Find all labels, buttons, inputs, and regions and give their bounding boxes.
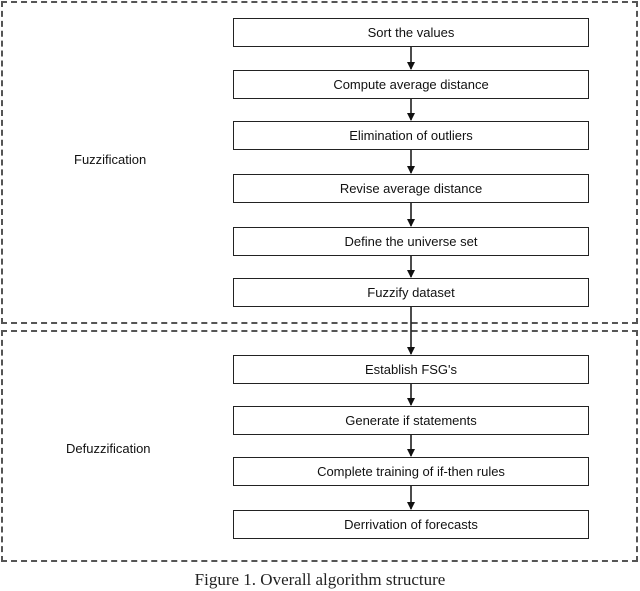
step-fuzzify-dataset: Fuzzify dataset (233, 278, 589, 307)
fuzzification-label: Fuzzification (74, 152, 147, 167)
step-elimination-of-outliers: Elimination of outliers (233, 121, 589, 150)
step-define-universe-set: Define the universe set (233, 227, 589, 256)
fuzzification-group-box (1, 1, 638, 324)
step-compute-average-distance: Compute average distance (233, 70, 589, 99)
figure-caption: Figure 1. Overall algorithm structure (194, 570, 446, 589)
step-establish-fsgs: Establish FSG's (233, 355, 589, 384)
defuzzification-group-box (1, 330, 638, 562)
step-revise-average-distance: Revise average distance (233, 174, 589, 203)
step-sort-values: Sort the values (233, 18, 589, 47)
step-derivation-of-forecasts: Derrivation of forecasts (233, 510, 589, 539)
step-complete-training: Complete training of if-then rules (233, 457, 589, 486)
step-generate-if-statements: Generate if statements (233, 406, 589, 435)
defuzzification-label: Defuzzification (66, 441, 151, 456)
